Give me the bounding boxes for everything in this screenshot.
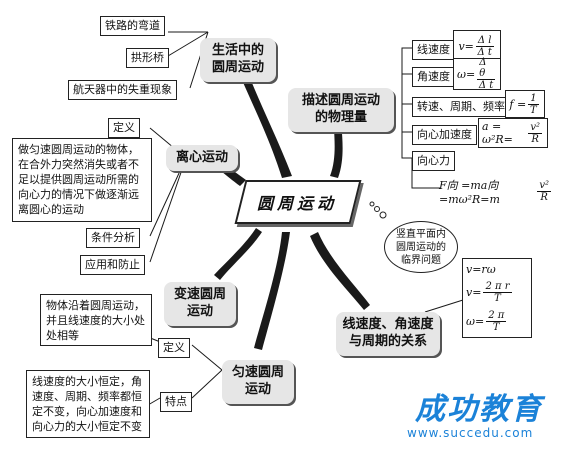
describe-title-line2: 的物理量 [314,110,367,125]
relation-formula-2-num: 2 π r [483,281,512,294]
formula-F-den: R [540,191,548,203]
formula-F-num: v² [537,179,551,192]
variable-title-line2: 运动 [186,304,213,319]
formula-f-lhs: f = [509,97,527,111]
vertical-line2: 圆周运动的 [396,242,446,253]
branch-uniform [254,232,290,350]
relation-formula-3-num: 2 π [486,310,507,323]
variable-title-line1: 变速圆周 [173,287,226,302]
formula-a-den: R [531,133,539,145]
formula-v-lhs: v= [458,39,474,53]
centrifugal-item-applications: 应用和防止 [80,255,145,275]
branch-variable [214,228,262,280]
center-topic: 圆周运动 [232,170,362,230]
life-title-line1: 生活中的 [211,43,264,58]
succedu-logo: 成功教育 www.succedu.com [395,384,565,452]
uniform-definition-text: 物体沿着圆周运动，并且线速度的大小处处相等 [40,294,152,346]
formula-v-num: Δ l [475,34,494,47]
formula-a-lhs: a = ω²R= [482,120,513,146]
relation-formula-3-lhs: ω= [466,315,485,329]
uniform-item-definition: 定义 [158,338,190,358]
describe-item-period-frequency: 转速、周期、频率 [412,97,510,117]
formula-w-lhs: ω= [457,67,476,81]
describe-item-angular-velocity: 角速度 [412,67,455,87]
relation-formula-2-lhs: v= [466,286,482,300]
centrifugal-title: 离心运动 [175,150,228,165]
center-title: 圆周运动 [256,194,337,213]
formula-f-num: 1 [528,92,539,105]
formula-w-num: Δ θ [477,57,495,80]
relation-formula-2-den: T [494,293,501,305]
describe-item-linear-velocity: 线速度 [412,40,455,60]
centrifugal-item-definition: 定义 [108,118,140,138]
life-title-line2: 圆周运动 [211,60,264,75]
formula-w-den: Δ t [478,80,494,91]
branch-relation [310,232,370,310]
centrifugal-topic: 离心运动 [166,145,238,171]
uniform-feature-text: 线速度的大小恒定，角速度、周期、频率都恒定不变，向心加速度和向心力的大小恒定不变 [26,370,150,438]
relation-title-line1: 线速度、角速度 [342,317,434,332]
centrifugal-definition-text: 做匀速圆周运动的物体，在合外力突然消失或者不足以提供圆周运动所需的向心力的情况下… [12,138,152,222]
describe-item-centripetal-acceleration: 向心加速度 [412,125,477,145]
formula-f-den: T [530,104,537,116]
formula-v-den: Δ t [477,46,492,58]
relation-title-line2: 与周期的关系 [348,334,427,349]
relation-topic: 线速度、角速度 与周期的关系 [336,312,440,356]
relation-formula-3-den: T [492,322,500,334]
describe-item-centripetal-force: 向心力 [412,151,455,171]
life-item-railway: 铁路的弯道 [100,16,165,36]
describe-title-line1: 描述圆周运动 [301,93,380,108]
uniform-topic: 匀速圆周 运动 [222,360,294,404]
logo-url: www.succedu.com [407,426,534,440]
life-item-spacecraft: 航天器中的失重现象 [68,80,177,100]
vertical-line3: 临界问题 [401,255,441,266]
life-item-bridge: 拱形桥 [126,48,169,68]
formula-a-num: v² [528,121,542,134]
branch-life [242,78,292,178]
vertical-circular-bubble: 竖直平面内 圆周运动的 临界问题 [384,221,458,273]
uniform-item-feature: 特点 [160,392,192,412]
formula-F-lhs: F向 =ma向=mω²R=m [439,178,500,206]
centrifugal-item-conditions: 条件分析 [86,228,140,248]
variable-topic: 变速圆周 运动 [164,282,236,326]
uniform-title-line2: 运动 [244,382,271,397]
vertical-line1: 竖直平面内 [396,229,446,240]
describe-topic: 描述圆周运动 的物理量 [288,88,394,132]
uniform-title-line1: 匀速圆周 [231,365,284,380]
logo-text: 成功教育 [415,392,543,427]
life-topic: 生活中的 圆周运动 [200,38,276,82]
relation-formula-1: v=rω [466,262,496,276]
